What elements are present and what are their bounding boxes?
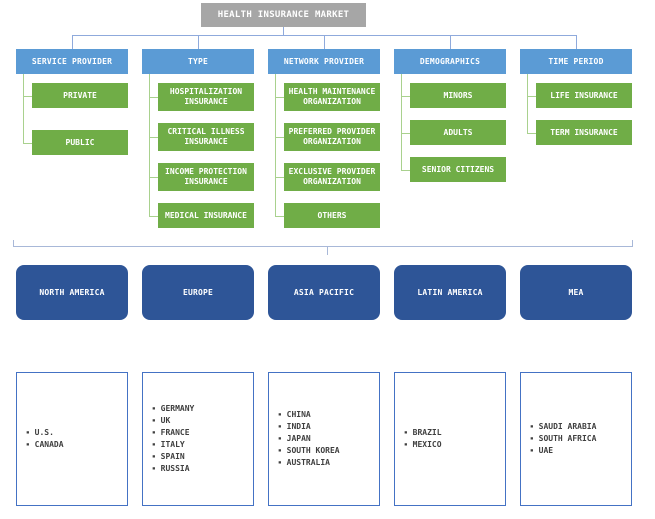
bullet-icon: ▪ (152, 441, 156, 448)
market-title: HEALTH INSURANCE MARKET (217, 10, 350, 20)
segment-items: HOSPITALIZATION INSURANCE CRITICAL ILLNE… (149, 74, 254, 228)
segment-column-service-provider: SERVICE PROVIDER PRIVATE PUBLIC (16, 49, 128, 177)
segment-header-type: TYPE (142, 49, 254, 74)
list-item: ▪SOUTH KOREA (278, 446, 340, 455)
bullet-icon: ▪ (278, 459, 282, 466)
list-item: ▪CANADA (26, 440, 64, 449)
region-latin-america: LATIN AMERICA (394, 265, 506, 320)
connector-drop (198, 36, 199, 49)
segment-header-demographics: DEMOGRAPHICS (394, 49, 506, 74)
list-item: ▪UAE (530, 446, 554, 455)
bullet-icon: ▪ (152, 453, 156, 460)
list-item: ▪SAUDI ARABIA (530, 422, 597, 431)
list-item: ▪JAPAN (278, 434, 311, 443)
segment-item-health-maintenance-organization: HEALTH MAINTENANCE ORGANIZATION (275, 83, 380, 111)
segment-item-exclusive-provider-organization: EXCLUSIVE PROVIDER ORGANIZATION (275, 163, 380, 191)
segment-item-minors: MINORS (401, 83, 506, 108)
segment-items: PRIVATE PUBLIC (23, 74, 128, 155)
bracket-center-tick (327, 246, 328, 255)
segment-column-type: TYPE HOSPITALIZATION INSURANCE CRITICAL … (142, 49, 254, 228)
connector-drop (450, 36, 451, 49)
list-item: ▪SOUTH AFRICA (530, 434, 597, 443)
connector-drop (72, 36, 73, 49)
list-item: ▪CHINA (278, 410, 311, 419)
country-list-north-america: ▪U.S. ▪CANADA (16, 372, 128, 506)
segment-items: MINORS ADULTS SENIOR CITIZENS (401, 74, 506, 182)
bracket-left-tick (13, 240, 14, 247)
country-list-mea: ▪SAUDI ARABIA ▪SOUTH AFRICA ▪UAE (520, 372, 632, 506)
list-item: ▪FRANCE (152, 428, 190, 437)
segment-header-service-provider: SERVICE PROVIDER (16, 49, 128, 74)
bullet-icon: ▪ (152, 429, 156, 436)
segment-column-network-provider: NETWORK PROVIDER HEALTH MAINTENANCE ORGA… (268, 49, 380, 228)
bullet-icon: ▪ (26, 441, 30, 448)
segment-column-time-period: TIME PERIOD LIFE INSURANCE TERM INSURANC… (520, 49, 632, 145)
list-item: ▪GERMANY (152, 404, 195, 413)
bullet-icon: ▪ (404, 429, 408, 436)
bullet-icon: ▪ (404, 441, 408, 448)
bullet-icon: ▪ (152, 417, 156, 424)
list-item: ▪AUSTRALIA (278, 458, 330, 467)
list-item: ▪BRAZIL (404, 428, 442, 437)
list-item: ▪INDIA (278, 422, 311, 431)
segment-item-private: PRIVATE (23, 83, 128, 108)
bullet-icon: ▪ (152, 465, 156, 472)
segment-items: LIFE INSURANCE TERM INSURANCE (527, 74, 632, 145)
bullet-icon: ▪ (530, 435, 534, 442)
segment-item-term-insurance: TERM INSURANCE (527, 120, 632, 145)
country-list-latin-america: ▪BRAZIL ▪MEXICO (394, 372, 506, 506)
segment-column-demographics: DEMOGRAPHICS MINORS ADULTS SENIOR CITIZE… (394, 49, 506, 182)
region-europe: EUROPE (142, 265, 254, 320)
segment-item-critical-illness-insurance: CRITICAL ILLNESS INSURANCE (149, 123, 254, 151)
bullet-icon: ▪ (278, 411, 282, 418)
segment-items: HEALTH MAINTENANCE ORGANIZATION PREFERRE… (275, 74, 380, 228)
list-item: ▪U.S. (26, 428, 54, 437)
market-title-box: HEALTH INSURANCE MARKET (201, 3, 366, 27)
segment-item-medical-insurance: MEDICAL INSURANCE (149, 203, 254, 228)
segment-item-hospitalization-insurance: HOSPITALIZATION INSURANCE (149, 83, 254, 111)
list-item: ▪RUSSIA (152, 464, 190, 473)
list-item: ▪UK (152, 416, 171, 425)
bullet-icon: ▪ (278, 423, 282, 430)
connector-drop (576, 36, 577, 49)
country-list-europe: ▪GERMANY ▪UK ▪FRANCE ▪ITALY ▪SPAIN ▪RUSS… (142, 372, 254, 506)
list-item: ▪SPAIN (152, 452, 185, 461)
segment-header-network-provider: NETWORK PROVIDER (268, 49, 380, 74)
bullet-icon: ▪ (152, 405, 156, 412)
bullet-icon: ▪ (530, 447, 534, 454)
segment-item-preferred-provider-organization: PREFERRED PROVIDER ORGANIZATION (275, 123, 380, 151)
segment-item-others: OTHERS (275, 203, 380, 228)
bullet-icon: ▪ (530, 423, 534, 430)
region-mea: MEA (520, 265, 632, 320)
connector-drop (324, 36, 325, 49)
segment-header-time-period: TIME PERIOD (520, 49, 632, 74)
country-list-asia-pacific: ▪CHINA ▪INDIA ▪JAPAN ▪SOUTH KOREA ▪AUSTR… (268, 372, 380, 506)
bullet-icon: ▪ (278, 447, 282, 454)
segment-item-income-protection-insurance: INCOME PROTECTION INSURANCE (149, 163, 254, 191)
connector-trunk-horizontal (72, 35, 577, 36)
segment-item-adults: ADULTS (401, 120, 506, 145)
region-north-america: NORTH AMERICA (16, 265, 128, 320)
connector-trunk-vertical (283, 27, 284, 36)
bracket-line (13, 246, 633, 247)
segment-item-public: PUBLIC (23, 130, 128, 155)
segment-item-life-insurance: LIFE INSURANCE (527, 83, 632, 108)
list-item: ▪MEXICO (404, 440, 442, 449)
list-item: ▪ITALY (152, 440, 185, 449)
bracket-right-tick (632, 240, 633, 247)
bullet-icon: ▪ (278, 435, 282, 442)
bullet-icon: ▪ (26, 429, 30, 436)
segment-item-senior-citizens: SENIOR CITIZENS (401, 157, 506, 182)
region-asia-pacific: ASIA PACIFIC (268, 265, 380, 320)
